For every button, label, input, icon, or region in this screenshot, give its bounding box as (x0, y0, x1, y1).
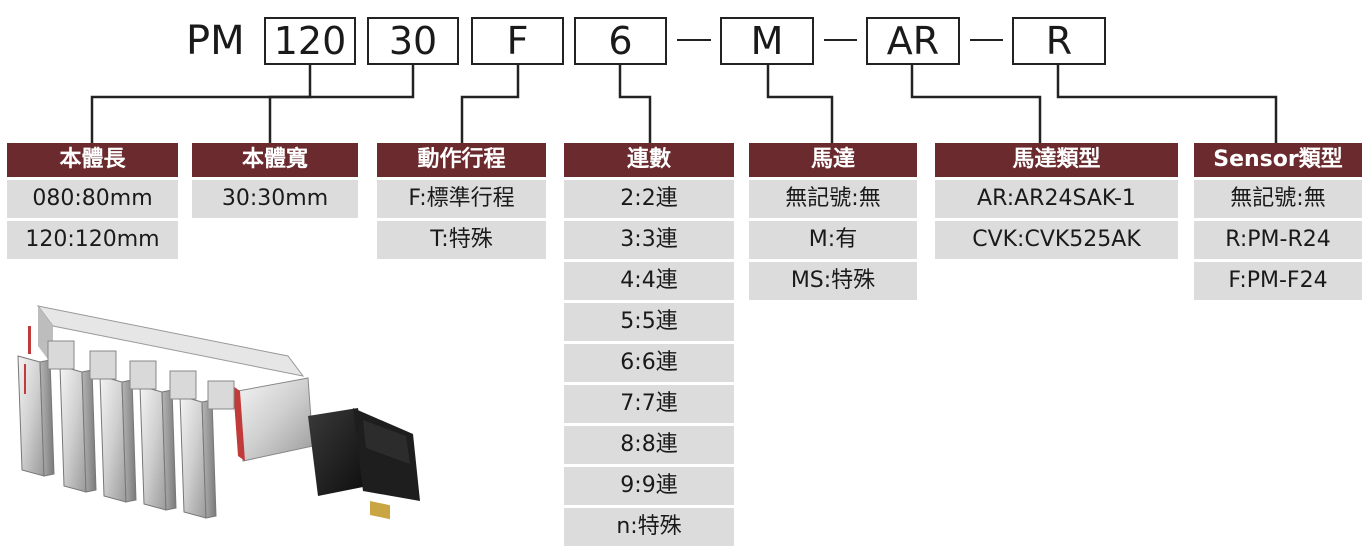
column-motor-type: 馬達類型 AR:AR24SAK-1 CVK:CVK525AK (935, 143, 1178, 259)
code-box-length: 120 (264, 17, 356, 65)
option-item: 080:80mm (7, 180, 178, 218)
option-item: MS:特殊 (749, 262, 917, 300)
connector-sensor (1056, 65, 1278, 143)
option-item: 無記號:無 (1194, 180, 1362, 218)
column-header: 馬達類型 (935, 143, 1178, 177)
option-item: CVK:CVK525AK (935, 221, 1178, 259)
option-item: 120:120mm (7, 221, 178, 259)
code-box-width: 30 (367, 17, 459, 65)
connector-motor-type (910, 65, 1042, 143)
code-box-units: 6 (574, 17, 667, 65)
code-box-sensor: R (1012, 17, 1106, 65)
separator-dash (824, 39, 857, 41)
option-item: 9:9連 (564, 467, 734, 505)
option-item: M:有 (749, 221, 917, 259)
column-body-width: 本體寬 30:30mm (192, 143, 358, 218)
connector-motor (766, 65, 834, 143)
option-item: R:PM-R24 (1194, 221, 1362, 259)
option-item: 7:7連 (564, 385, 734, 423)
option-item: 8:8連 (564, 426, 734, 464)
column-header: 連數 (564, 143, 734, 177)
code-box-motor: M (720, 17, 814, 65)
product-image (17, 305, 420, 520)
option-item: 無記號:無 (749, 180, 917, 218)
option-item: 5:5連 (564, 303, 734, 341)
option-item: 6:6連 (564, 344, 734, 382)
option-item: 4:4連 (564, 262, 734, 300)
option-item: F:PM-F24 (1194, 262, 1362, 300)
column-header: 本體長 (7, 143, 178, 177)
separator-dash (677, 39, 711, 41)
separator-dash (970, 39, 1003, 41)
connector-units (618, 65, 652, 143)
option-item: 30:30mm (192, 180, 358, 218)
column-motor: 馬達 無記號:無 M:有 MS:特殊 (749, 143, 917, 300)
model-prefix: PM (186, 18, 245, 64)
column-header: 動作行程 (377, 143, 546, 177)
column-body-length: 本體長 080:80mm 120:120mm (7, 143, 178, 259)
column-header: 馬達 (749, 143, 917, 177)
code-box-stroke: F (471, 17, 564, 65)
column-header: 本體寬 (192, 143, 358, 177)
option-item: 3:3連 (564, 221, 734, 259)
code-box-motor-type: AR (866, 17, 960, 65)
column-sensor-type: Sensor類型 無記號:無 R:PM-R24 F:PM-F24 (1194, 143, 1362, 300)
option-item: F:標準行程 (377, 180, 546, 218)
option-item: AR:AR24SAK-1 (935, 180, 1178, 218)
column-stroke: 動作行程 F:標準行程 T:特殊 (377, 143, 546, 259)
connector-length (90, 65, 312, 143)
option-item: T:特殊 (377, 221, 546, 259)
option-item: n:特殊 (564, 508, 734, 546)
connector-stroke (460, 65, 520, 143)
column-header: Sensor類型 (1194, 143, 1362, 177)
column-units: 連數 2:2連 3:3連 4:4連 5:5連 6:6連 7:7連 8:8連 9:… (564, 143, 734, 546)
option-item: 2:2連 (564, 180, 734, 218)
connector-width (268, 65, 415, 143)
